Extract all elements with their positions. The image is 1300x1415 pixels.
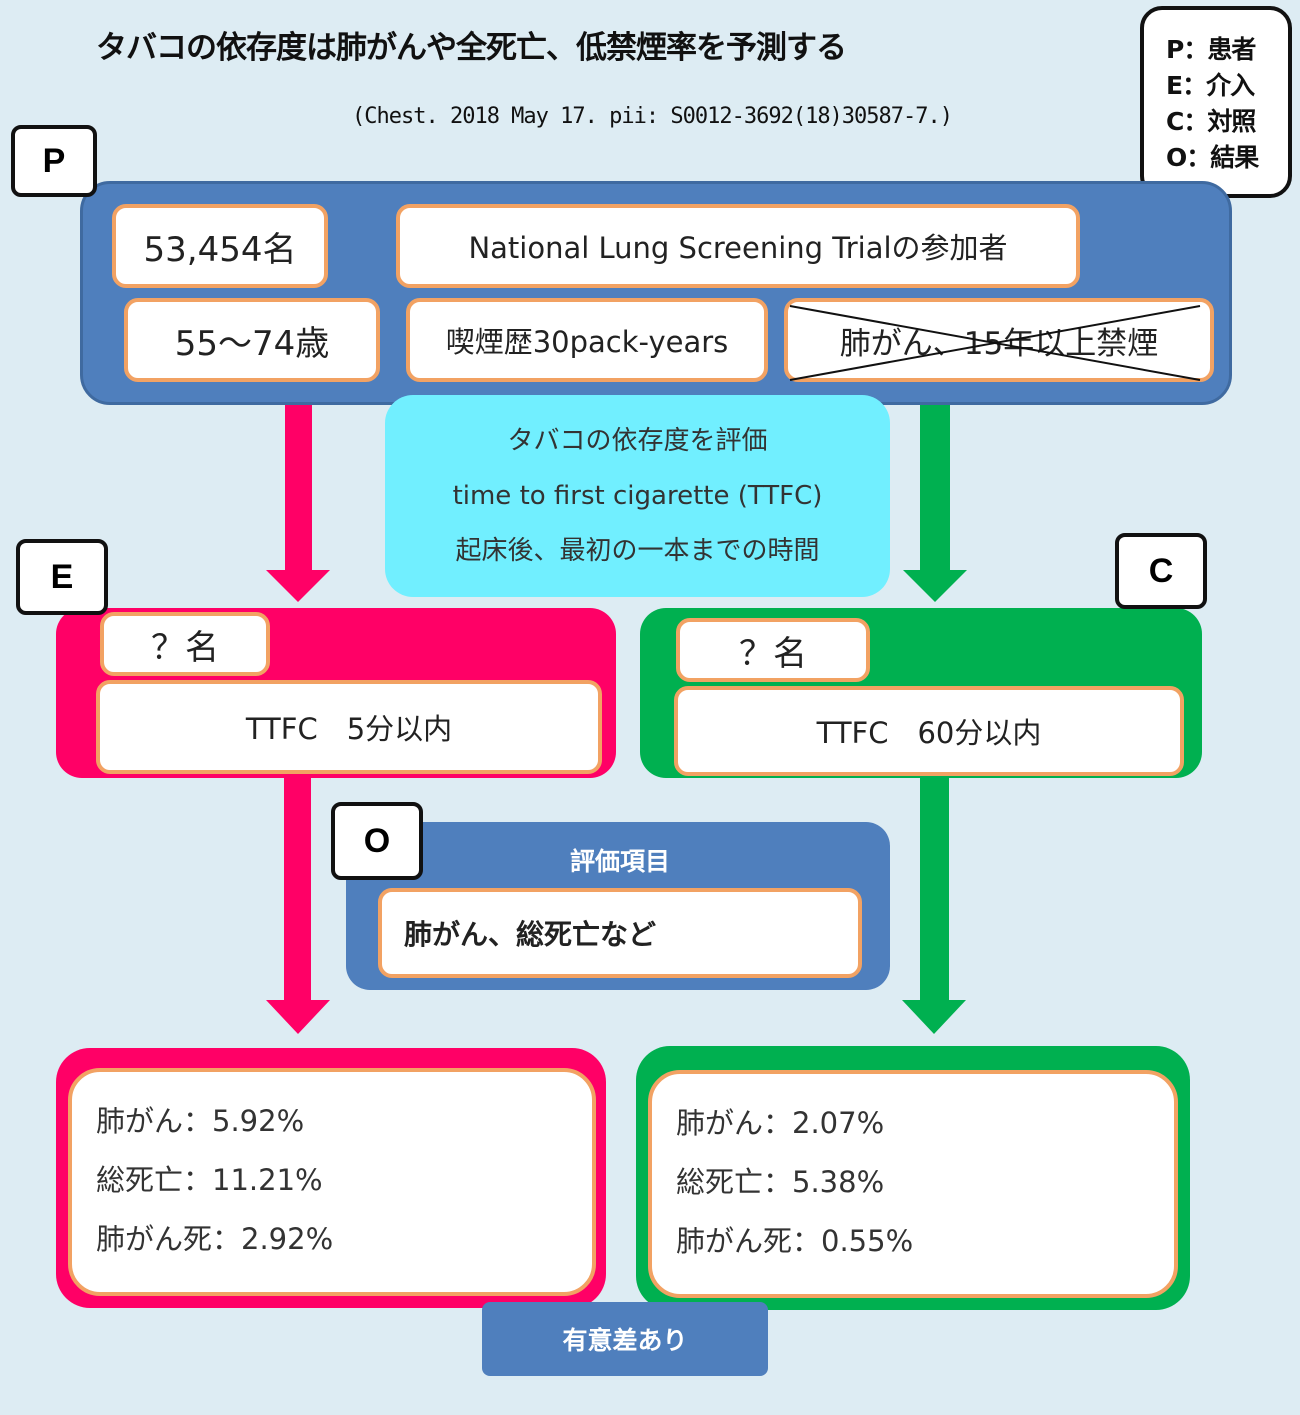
significance-badge: 有意差あり (482, 1302, 768, 1376)
exposure-count: ？名 (100, 612, 270, 676)
population-excluded: 肺がん、15年以上禁煙 (784, 298, 1214, 382)
page-title: タバコの依存度は肺がんや全死亡、低禁煙率を予測する (96, 30, 847, 66)
population-trial: National Lung Screening Trialの参加者 (396, 204, 1080, 288)
arrow-e-to-result (266, 778, 330, 1034)
exposure-results: 肺がん：5.92% 総死亡：11.21% 肺がん死：2.92% (68, 1068, 596, 1296)
tag-o: O (331, 802, 423, 880)
legend-c: C：対照 (1166, 107, 1256, 136)
citation: (Chest. 2018 May 17. pii: S0012-3692(18)… (352, 104, 953, 129)
exposure-result-all-death: 総死亡：11.21% (96, 1163, 323, 1197)
control-result-lung-cancer: 肺がん：2.07% (676, 1106, 885, 1140)
assessment-line-1: タバコの依存度を評価 (507, 425, 768, 456)
population-count: 53,454名 (112, 204, 328, 288)
arrow-p-to-c (903, 402, 967, 602)
tag-p: P (11, 125, 97, 197)
arrow-p-to-e (266, 402, 330, 602)
control-result-lung-cancer-death: 肺がん死：0.55% (676, 1224, 914, 1258)
legend-o: O：結果 (1166, 143, 1259, 172)
exposure-criterion: TTFC 5分以内 (96, 680, 602, 774)
population-age: 55～74歳 (124, 298, 380, 382)
arrow-c-to-result (902, 778, 966, 1034)
control-result-all-death: 総死亡：5.38% (676, 1165, 885, 1199)
control-count: ？名 (676, 618, 870, 682)
control-results: 肺がん：2.07% 総死亡：5.38% 肺がん死：0.55% (648, 1070, 1178, 1298)
legend-e: E：介入 (1166, 71, 1255, 100)
legend-p: P：患者 (1166, 35, 1256, 64)
exposure-result-lung-cancer-death: 肺がん死：2.92% (96, 1222, 334, 1256)
exposure-result-lung-cancer: 肺がん：5.92% (96, 1104, 305, 1138)
outcome-items: 肺がん、総死亡など (378, 888, 862, 978)
population-smoking: 喫煙歴30pack-years (406, 298, 768, 382)
tag-c: C (1115, 533, 1207, 609)
pico-legend: P：患者 E：介入 C：対照 O：結果 (1140, 6, 1292, 198)
tag-e: E (16, 539, 108, 615)
assessment-line-3: 起床後、最初の一本までの時間 (455, 535, 820, 566)
assessment-box: タバコの依存度を評価 time to first cigarette (TTFC… (385, 395, 890, 597)
control-criterion: TTFC 60分以内 (674, 686, 1184, 776)
assessment-line-2: time to first cigarette (TTFC) (452, 480, 823, 511)
outcome-label: 評価項目 (569, 847, 670, 876)
